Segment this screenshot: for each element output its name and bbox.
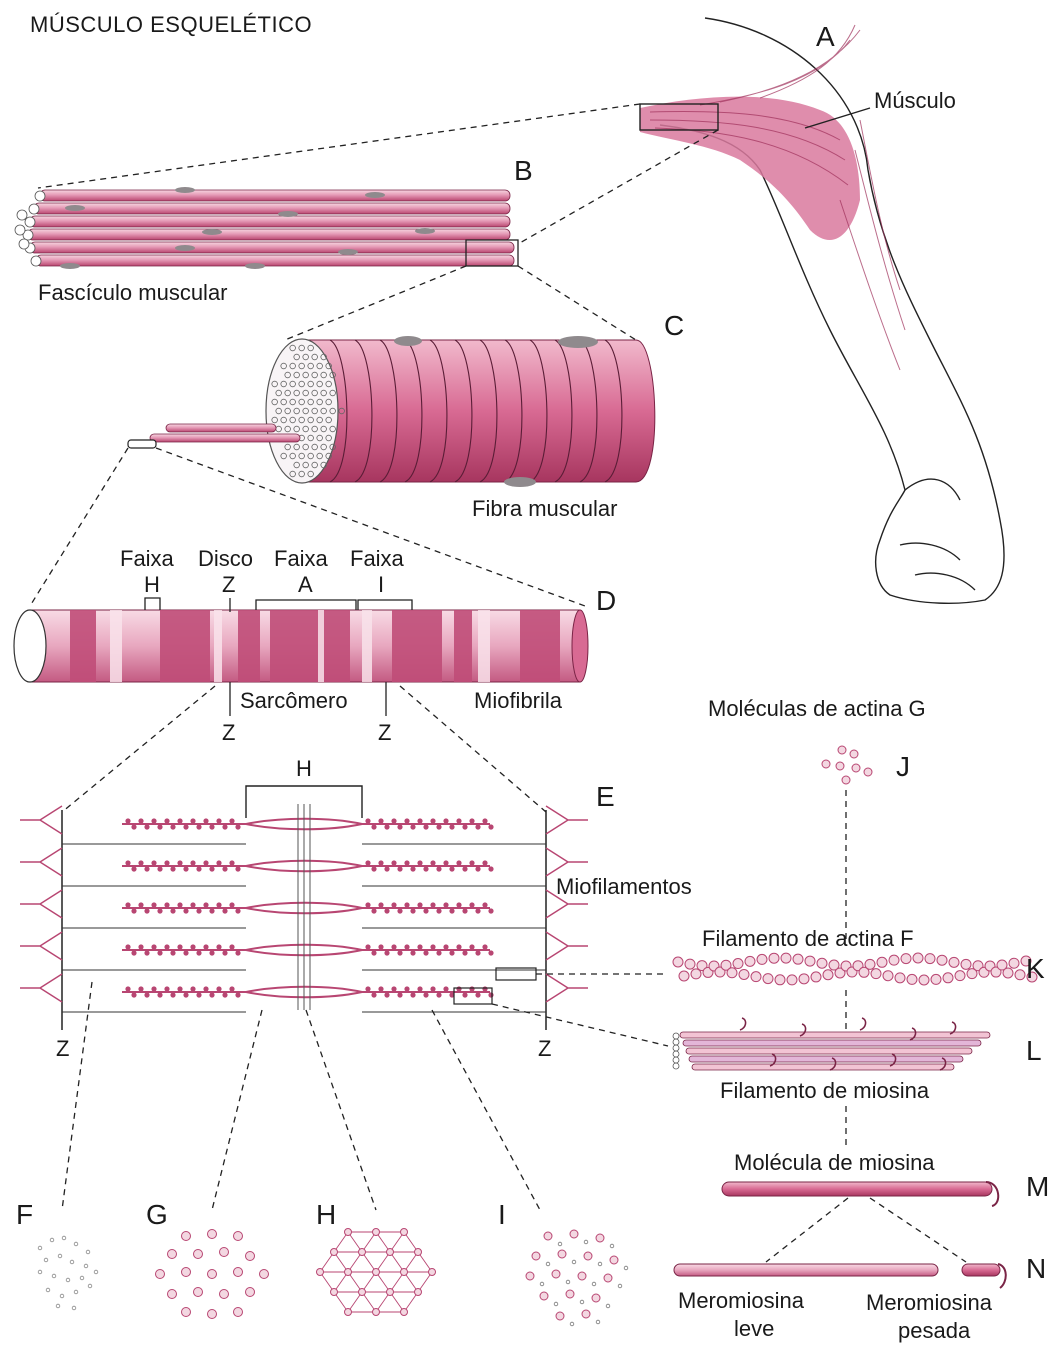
label-faixa-i: I bbox=[378, 572, 384, 597]
label-miofibrila: Miofibrila bbox=[474, 688, 563, 713]
letter-n: N bbox=[1026, 1253, 1046, 1284]
label-meromiosina-pesada-1: Meromiosina bbox=[866, 1290, 993, 1315]
label-faixa-i-word: Faixa bbox=[350, 546, 405, 571]
label-actina-f: Filamento de actina F bbox=[702, 926, 914, 951]
biceps-muscle bbox=[640, 97, 860, 240]
panel-k-actin-f: Filamento de actina F K bbox=[673, 926, 1045, 985]
arm-inner-edge bbox=[900, 479, 975, 590]
label-e-z-right: Z bbox=[538, 1036, 551, 1061]
page-title: MÚSCULO ESQUELÉTICO bbox=[30, 12, 312, 37]
label-actina-g: Moléculas de actina G bbox=[708, 696, 926, 721]
panel-c-fiber: C Fibra muscular bbox=[128, 310, 684, 521]
panel-e-myofilaments: H Z Z Miofilamentos E bbox=[20, 756, 692, 1061]
panel-b-fascicle: B Fascículo muscular bbox=[15, 155, 533, 305]
label-faixa-a-word: Faixa bbox=[274, 546, 329, 571]
label-e-z-left: Z bbox=[56, 1036, 69, 1061]
letter-j: J bbox=[896, 751, 910, 782]
letter-b: B bbox=[514, 155, 533, 186]
label-fasciculo: Fascículo muscular bbox=[38, 280, 228, 305]
label-faixa-h-word: Faixa bbox=[120, 546, 175, 571]
label-fibra: Fibra muscular bbox=[472, 496, 617, 521]
letter-m: M bbox=[1026, 1171, 1049, 1202]
panel-a-arm: Músculo A bbox=[640, 18, 1004, 603]
label-d-z-right: Z bbox=[378, 720, 391, 745]
label-miofilamentos: Miofilamentos bbox=[556, 874, 692, 899]
panel-m-myosin-molecule: Molécula de miosina M bbox=[722, 1150, 1049, 1206]
letter-k: K bbox=[1026, 953, 1045, 984]
panel-l-myosin-filament: L Filamento de miosina bbox=[673, 1018, 1042, 1103]
muscle-striations bbox=[650, 25, 905, 370]
label-d-z-left: Z bbox=[222, 720, 235, 745]
letter-d: D bbox=[596, 585, 616, 616]
label-disco-word: Disco bbox=[198, 546, 253, 571]
letter-e: E bbox=[596, 781, 615, 812]
label-meromiosina-leve-1: Meromiosina bbox=[678, 1288, 805, 1313]
letter-i: I bbox=[498, 1199, 506, 1230]
label-miosina-filamento: Filamento de miosina bbox=[720, 1078, 930, 1103]
letter-c: C bbox=[664, 310, 684, 341]
letter-h: H bbox=[316, 1199, 336, 1230]
panel-i-cross-section: I bbox=[498, 1199, 628, 1326]
label-disco-z: Z bbox=[222, 572, 235, 597]
label-faixa-a: A bbox=[298, 572, 313, 597]
letter-a: A bbox=[816, 21, 835, 52]
label-molecula-miosina: Molécula de miosina bbox=[734, 1150, 935, 1175]
panel-j-actin-g: Moléculas de actina G J bbox=[708, 696, 926, 784]
label-e-h: H bbox=[296, 756, 312, 781]
panel-g-cross-section: G bbox=[146, 1199, 269, 1319]
label-sarcomero: Sarcômero bbox=[240, 688, 348, 713]
label-meromiosina-pesada-2: pesada bbox=[898, 1318, 971, 1343]
panel-f-cross-section: F bbox=[16, 1199, 98, 1310]
label-faixa-h: H bbox=[144, 572, 160, 597]
letter-g: G bbox=[146, 1199, 168, 1230]
letter-f: F bbox=[16, 1199, 33, 1230]
label-meromiosina-leve-2: leve bbox=[734, 1316, 774, 1341]
letter-l: L bbox=[1026, 1035, 1042, 1066]
panel-d-myofibril: Faixa H Disco Z Faixa A Faixa I Sarcômer… bbox=[14, 546, 616, 745]
label-musculo: Músculo bbox=[874, 88, 956, 113]
panel-n-meromyosin: N Meromiosina leve Meromiosina pesada bbox=[674, 1253, 1046, 1343]
panel-h-cross-section: H bbox=[316, 1199, 436, 1316]
